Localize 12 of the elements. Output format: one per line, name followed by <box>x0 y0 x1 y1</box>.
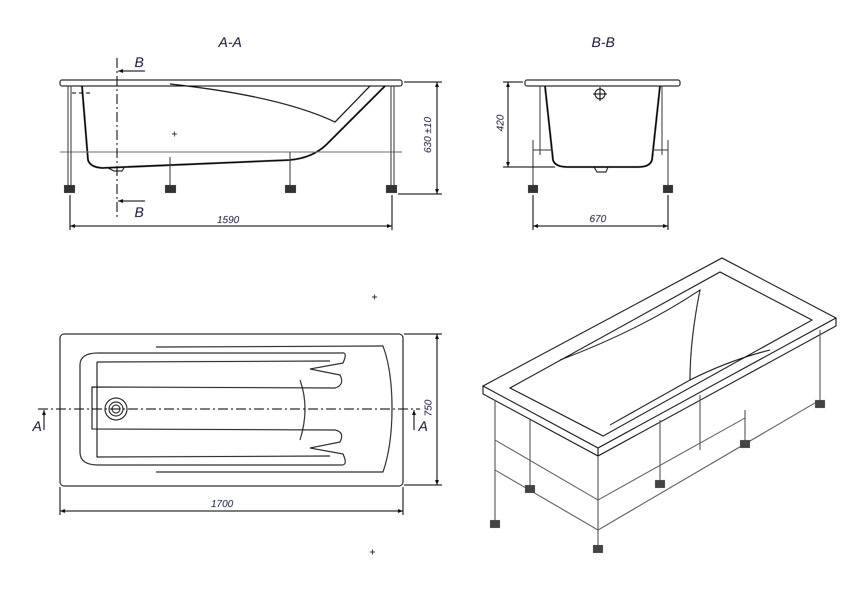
dimension-value: 1700 <box>211 500 234 510</box>
section-letter: A <box>418 419 428 433</box>
section-letter: B <box>134 55 144 69</box>
dimension-value: 630 ±10 <box>424 116 434 154</box>
section-letter: B <box>134 205 144 219</box>
section-title: B-B <box>592 35 615 49</box>
dimension-value: 670 <box>590 215 606 225</box>
section-title: A-A <box>218 35 242 49</box>
dimension-value: 420 <box>496 114 506 132</box>
dimension-value: 750 <box>424 400 434 416</box>
dimension-value: 1590 <box>217 216 240 226</box>
section-letter: A <box>32 419 42 433</box>
